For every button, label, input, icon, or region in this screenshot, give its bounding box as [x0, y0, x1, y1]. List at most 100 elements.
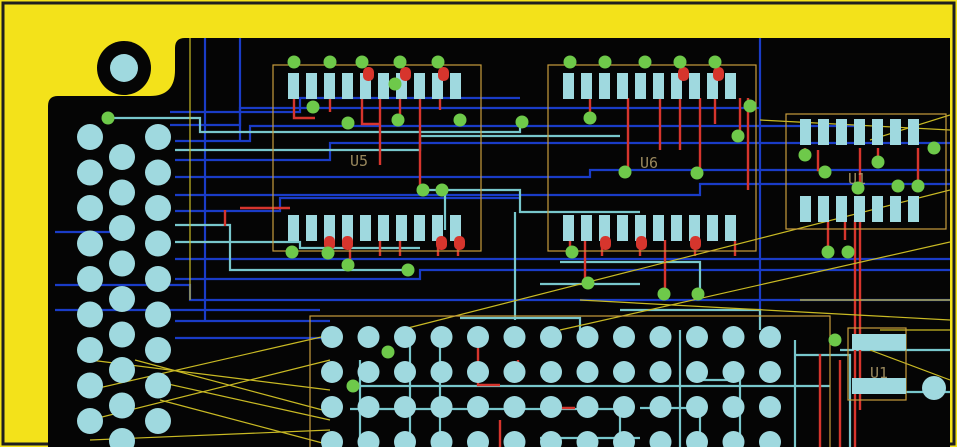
via-icon [563, 55, 577, 69]
pad-icon [394, 431, 416, 447]
pad-icon [503, 326, 526, 348]
silkscreen-outlines [272, 64, 947, 447]
via-icon [743, 99, 757, 113]
pad-icon [77, 159, 103, 186]
pad-icon [576, 326, 599, 348]
via-icon [708, 55, 722, 69]
pad-icon [671, 215, 682, 241]
pad-icon [836, 119, 847, 145]
pad-icon [357, 326, 380, 348]
pad-icon [649, 361, 672, 383]
via-icon [565, 245, 579, 259]
pad-icon [713, 67, 724, 81]
pad-icon [77, 301, 103, 328]
pad-icon [800, 119, 811, 145]
pad-icon [872, 119, 883, 145]
via-icon [690, 166, 704, 180]
via-icon [346, 379, 360, 393]
pad-icon [854, 119, 865, 145]
small-components [852, 334, 946, 400]
via-icon [828, 333, 842, 347]
pad-icon [599, 73, 610, 99]
via-icon [287, 55, 301, 69]
pad-icon [600, 236, 611, 250]
pad-icon [400, 67, 411, 81]
pad-icon [540, 396, 562, 418]
pad-icon [836, 196, 847, 222]
via-icon [388, 77, 402, 91]
via-icon [101, 111, 115, 125]
pad-icon [563, 215, 574, 241]
pad-icon [649, 396, 672, 418]
pad-icon [576, 431, 599, 447]
via-icon [341, 116, 355, 130]
pad-icon [77, 124, 103, 150]
via-icon [515, 115, 529, 129]
pad-icon [432, 73, 443, 99]
pad-icon [288, 215, 299, 241]
pad-icon [686, 361, 708, 383]
pad-icon [430, 361, 453, 383]
pad-icon [394, 326, 416, 348]
pad-icon [722, 396, 745, 418]
pad-icon [145, 337, 171, 363]
pad-icon [854, 196, 865, 222]
pad-icon [722, 361, 745, 383]
pad-icon [722, 326, 745, 348]
pad-icon [77, 230, 103, 257]
pad-icon [145, 124, 171, 150]
pad-icon [77, 266, 103, 292]
pad-icon [581, 215, 592, 241]
pad-icon [922, 376, 946, 400]
pad-icon [357, 361, 380, 383]
component-pad-bottom [852, 378, 906, 394]
via-icon [657, 287, 671, 301]
via-icon [891, 179, 905, 193]
pad-icon [357, 396, 380, 418]
pad-icon [686, 431, 708, 447]
via-icon [341, 258, 355, 272]
via-icon [871, 155, 885, 169]
via-icon [391, 113, 405, 127]
pad-icon [540, 431, 562, 447]
pad-icon [396, 215, 407, 241]
pad-icon [908, 196, 919, 222]
via-icon [598, 55, 612, 69]
via-icon [731, 129, 745, 143]
pad-icon [450, 73, 461, 99]
pad-icon [617, 215, 628, 241]
pad-icon [450, 215, 461, 241]
pad-icon [109, 428, 135, 447]
pad-icon [818, 196, 829, 222]
pad-icon [872, 196, 883, 222]
via-icon [798, 148, 812, 162]
via-icon [581, 276, 595, 290]
pad-icon [613, 396, 635, 418]
pad-icon [563, 73, 574, 99]
ic-outline-right [785, 113, 947, 230]
pad-icon [432, 215, 443, 241]
pad-icon [890, 119, 901, 145]
pad-icon [145, 266, 171, 292]
pad-icon [467, 361, 489, 383]
pad-icon [109, 179, 135, 206]
pad-icon [342, 236, 353, 250]
pad-icon [467, 431, 489, 447]
pad-icon [145, 372, 171, 399]
pad-icon [306, 215, 317, 241]
pad-icon [363, 67, 374, 81]
pad-icon [430, 431, 453, 447]
via-icon [323, 55, 337, 69]
pad-icon [503, 361, 526, 383]
connector-pads [77, 124, 171, 447]
pad-icon [438, 67, 449, 81]
via-icon [306, 100, 320, 114]
pad-icon [360, 215, 371, 241]
pad-icon [686, 396, 708, 418]
part-outline-small [847, 327, 907, 401]
via-icon [453, 113, 467, 127]
pad-icon [635, 215, 646, 241]
pad-icon [635, 73, 646, 99]
pad-icon [396, 73, 407, 99]
pad-icon [394, 361, 416, 383]
